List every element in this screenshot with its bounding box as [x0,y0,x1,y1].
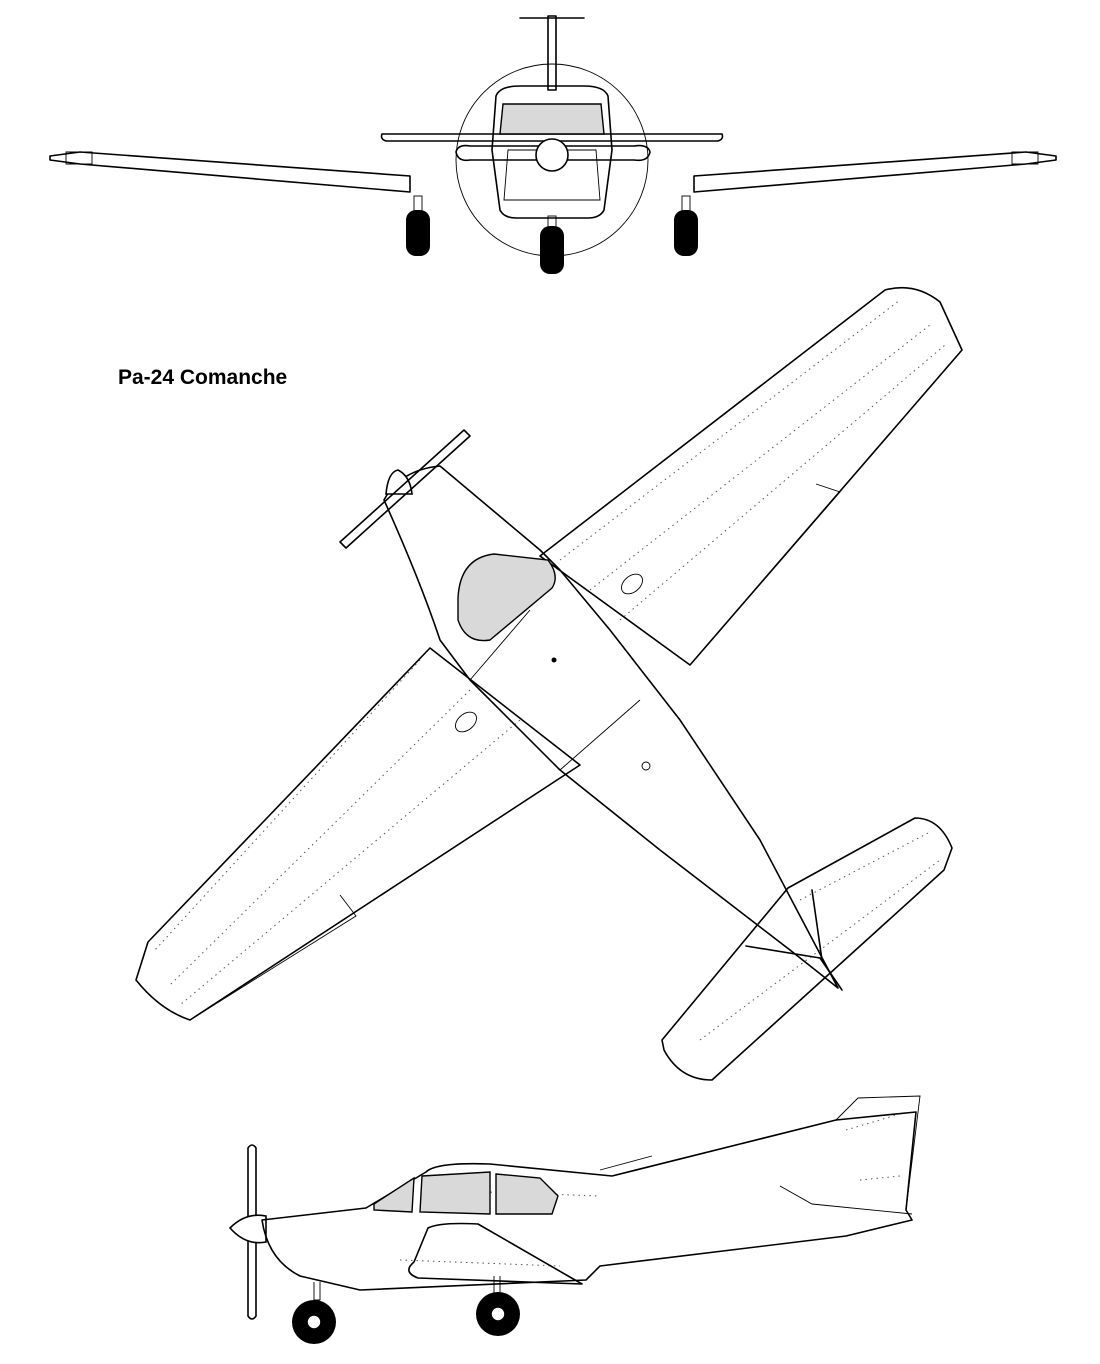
right-wing-front [693,151,1057,193]
rear-side-window [495,1173,559,1215]
front-view [49,15,1057,274]
wingtip-tanks [65,151,1039,165]
antenna-base [641,761,651,771]
windshield-front [499,103,605,135]
propeller-blade-front [455,144,651,162]
fuselage-panel-lines [439,465,641,771]
propeller-top [339,429,471,549]
drawing-title: Pa-24 Comanche [118,366,288,389]
horizontal-tail-top [661,817,953,1081]
left-wing-rivets [154,659,521,1006]
left-wheel [406,210,430,256]
fuselage-marker [551,657,557,663]
rudder-top [745,889,823,961]
stabilizer-front [380,133,724,142]
tail-cone [819,957,843,991]
windshield-side [373,1176,415,1213]
nose-wheel [540,226,564,274]
wing-root-side [408,1222,583,1285]
right-wing-rivets [559,299,946,621]
right-wheel [674,210,698,256]
vertical-fin-side [835,1095,921,1211]
front-side-window [419,1171,491,1215]
side-view [228,1095,921,1344]
main-hub [490,1306,506,1322]
right-fuel-cap [621,573,643,595]
side-rivets [399,1113,901,1267]
propeller-side [247,1144,257,1320]
fuselage-top [383,465,839,989]
antenna-side [599,1155,653,1171]
tail-rivets [699,831,941,1041]
left-aileron [189,894,357,1021]
nose-hub [306,1314,322,1330]
left-wing-front [49,151,411,193]
top-view [135,286,963,1081]
right-wing-top [539,286,963,666]
fuselage-side [261,1111,917,1291]
spinner-side [228,1214,267,1244]
spinner-front [535,138,569,172]
fin-front [547,15,557,91]
spinner-top [385,469,413,495]
right-aileron [689,483,841,666]
left-fuel-cap [455,711,477,733]
canopy-top [457,553,556,642]
fuselage-front [491,85,613,219]
elevator-side [779,1185,913,1215]
nose-gear-strut [313,1282,321,1301]
left-wing-top [135,647,581,1021]
